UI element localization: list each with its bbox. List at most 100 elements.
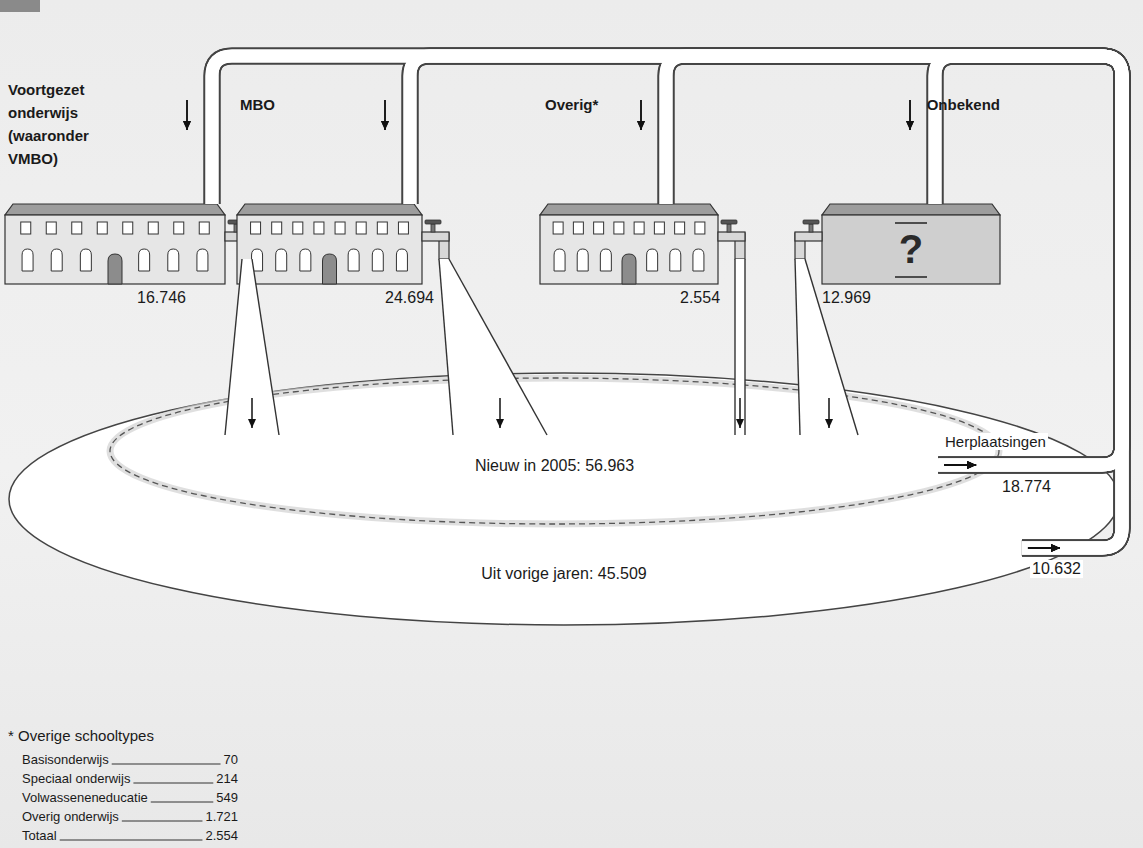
flow-number: 12.969 <box>822 288 871 307</box>
window <box>654 222 664 234</box>
flow-arrow <box>186 100 188 130</box>
stream-edge <box>734 259 735 435</box>
building-node: Overig* <box>537 76 773 286</box>
building-body <box>237 215 422 284</box>
window <box>293 222 303 234</box>
building-node: Onbekend? <box>790 76 1003 286</box>
window <box>251 222 261 234</box>
window <box>573 222 583 234</box>
pool-ellipse: Nieuw in 2005: 56.963 <box>108 376 1001 526</box>
footnote-text-holder: Overig onderwijs <box>22 808 119 825</box>
flow-number-holder: 12.969 <box>822 288 871 307</box>
tap-handle <box>425 220 441 224</box>
flow-label: 10.632 <box>1030 560 1083 578</box>
flow-number: 16.746 <box>137 288 186 307</box>
footnote-text-holder: 549 <box>150 789 238 806</box>
footnote-text-holder: 1.721 <box>150 808 238 825</box>
tap-pipe <box>795 232 822 241</box>
footnote-text: Totaal <box>22 827 57 844</box>
tap-pipe <box>422 232 449 241</box>
footnote-text-holder: 2.554 <box>150 827 238 844</box>
window <box>97 222 107 234</box>
window <box>377 222 387 234</box>
window <box>197 249 208 271</box>
building-node: Voortgezet onderwijs (waaronder VMBO) <box>3 76 275 286</box>
roof <box>540 204 718 215</box>
panel-line <box>895 222 927 224</box>
window <box>51 249 62 271</box>
tap-stem <box>727 224 731 232</box>
pool-ellipse: Uit vorige jaren: 45.509 Nieuw in 2005: 5… <box>8 372 1120 626</box>
window <box>276 249 287 271</box>
building-body <box>822 215 1000 284</box>
footnote-text: Volwasseneneducatie <box>22 789 148 806</box>
window <box>614 222 624 234</box>
dashed-ellipse <box>108 376 1001 526</box>
window <box>670 249 681 271</box>
window <box>396 249 407 271</box>
stream-fill <box>225 259 279 435</box>
flow-arrow <box>909 100 911 130</box>
stream-edge <box>252 259 279 435</box>
window <box>553 222 563 234</box>
pipe-flow-arrow <box>944 464 976 466</box>
water-stream <box>795 259 858 435</box>
corner-tab <box>0 0 40 12</box>
building-label: Overig* <box>545 93 598 116</box>
tap-handle <box>721 220 737 224</box>
footnote-text: * Overige schooltypes <box>8 727 154 744</box>
flow-arrow <box>640 100 642 130</box>
window <box>22 249 33 271</box>
footnote-text-holder: Basisonderwijs <box>22 751 109 768</box>
window <box>348 249 359 271</box>
tap-stem <box>431 224 435 232</box>
flow-arrow <box>384 100 386 130</box>
window <box>139 249 150 271</box>
building-label: MBO <box>240 93 275 116</box>
window <box>594 222 604 234</box>
flow-label: 18.774 <box>1000 478 1053 496</box>
leader-line <box>112 764 221 765</box>
pipe-flow-arrow <box>1028 547 1060 549</box>
leader-line <box>133 783 213 784</box>
unknown-mark-holder: ? <box>822 215 1000 283</box>
roof <box>237 204 422 215</box>
tap-pipe <box>718 232 745 241</box>
window <box>634 222 644 234</box>
stream-fill <box>439 259 547 435</box>
pipe-flow-arrow <box>944 464 976 466</box>
stream-edge <box>744 259 745 435</box>
window <box>314 222 324 234</box>
water-stream <box>439 259 547 435</box>
roof <box>5 204 225 215</box>
flow-arrow <box>828 398 830 428</box>
ellipse-outline <box>9 373 1119 625</box>
panel-line <box>895 276 927 278</box>
flow-number-holder: 16.746 <box>137 288 186 307</box>
door <box>108 254 122 284</box>
building-picture <box>540 203 750 285</box>
pool-label: Uit vorige jaren: 45.509 <box>8 564 1120 583</box>
flow-label-holder: 18.774 <box>1000 478 1053 496</box>
stream-fill <box>735 259 745 435</box>
flow-arrow <box>640 100 642 130</box>
window <box>695 222 705 234</box>
window <box>252 249 263 271</box>
window <box>554 249 565 271</box>
pipe-flow-arrow <box>1028 547 1060 549</box>
window <box>372 249 383 271</box>
building-label-holder: Onbekend <box>927 93 1000 116</box>
window <box>174 222 184 234</box>
outer-ellipse <box>8 372 1120 626</box>
footnote-text: 2.554 <box>150 827 238 844</box>
flow-arrow <box>186 100 188 130</box>
leader-line <box>151 802 214 803</box>
ellipse-glow <box>110 378 999 524</box>
tap-stem <box>809 224 813 232</box>
door <box>323 254 337 284</box>
door <box>622 254 636 284</box>
unknown-mark: ? <box>899 229 923 269</box>
window <box>72 222 82 234</box>
